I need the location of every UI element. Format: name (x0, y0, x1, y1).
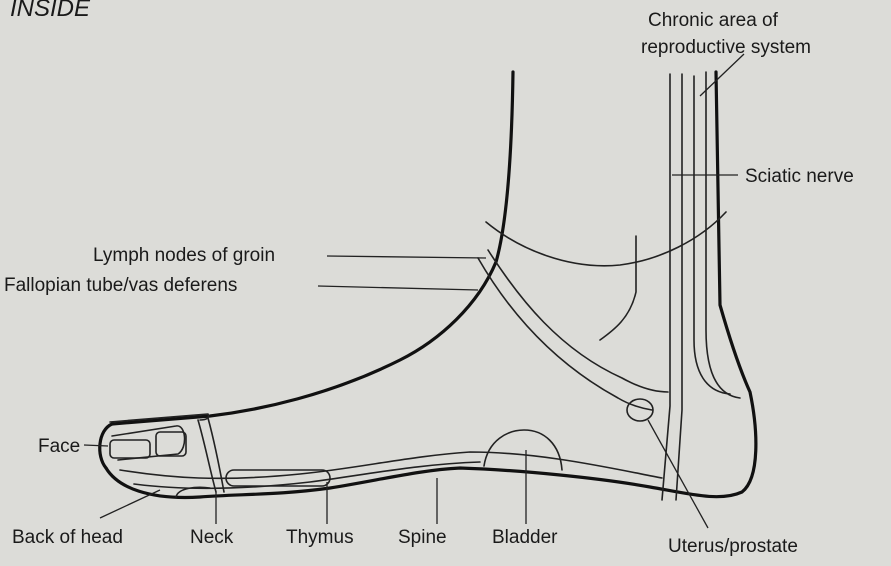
leader-lymph (327, 256, 486, 258)
face-box-2 (156, 432, 186, 456)
spine-band-inner (134, 462, 480, 488)
label-chronic-line2: reproductive system (641, 37, 811, 58)
labels: Chronic area of reproductive system Scia… (4, 10, 854, 557)
lymph-band-curve (486, 212, 726, 266)
label-thymus: Thymus (286, 527, 354, 548)
toenail-shape (112, 426, 185, 460)
label-chronic-line1: Chronic area of (648, 10, 779, 31)
label-bladder: Bladder (492, 527, 558, 548)
bladder-dome (484, 430, 562, 470)
leader-fallopian (318, 286, 478, 290)
fallopian-band-upper (488, 250, 668, 392)
label-spine: Spine (398, 527, 447, 548)
face-box-1 (110, 440, 150, 458)
ankle-bone-line (600, 236, 636, 340)
diagram-heading: INSIDE (10, 0, 91, 22)
spine-band (120, 452, 662, 478)
label-uterus-prostate: Uterus/prostate (668, 536, 798, 557)
leader-back-of-head (100, 490, 160, 518)
label-back-of-head: Back of head (12, 527, 123, 548)
sciatic-line (676, 74, 682, 500)
fallopian-band-lower (478, 258, 652, 410)
neck-line-2 (208, 418, 224, 492)
label-lymph-nodes: Lymph nodes of groin (93, 245, 275, 266)
label-neck: Neck (190, 527, 234, 548)
leader-face (84, 445, 108, 446)
neck-line-1 (198, 420, 216, 492)
leader-uterus (648, 420, 708, 528)
label-face: Face (38, 436, 80, 457)
label-fallopian-tube: Fallopian tube/vas deferens (4, 275, 237, 296)
label-sciatic-nerve: Sciatic nerve (745, 166, 854, 187)
sciatic-line-2 (662, 74, 670, 500)
